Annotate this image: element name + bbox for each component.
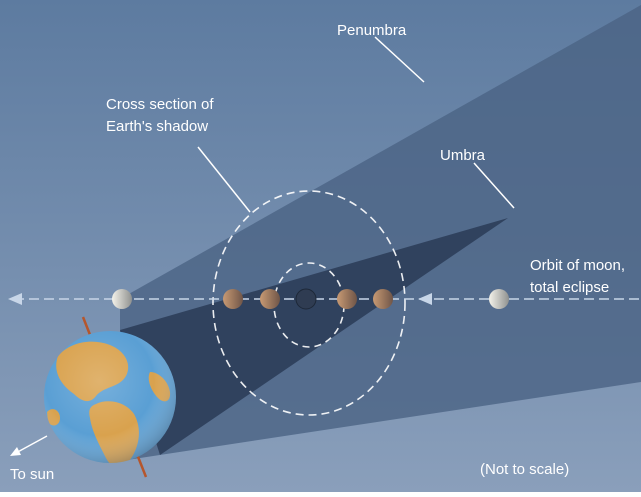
moon-partial-2 <box>260 289 280 309</box>
moon-partial-4 <box>373 289 393 309</box>
to-sun-arrow-head <box>10 447 21 456</box>
to-sun-label: To sun <box>10 466 54 483</box>
moon-partial-1 <box>223 289 243 309</box>
earth-shading <box>44 331 176 463</box>
penumbra-cross-section <box>212 190 406 416</box>
moon-total <box>295 288 317 310</box>
orbit-arrow-left <box>8 293 22 305</box>
umbra-pointer <box>473 162 515 209</box>
moon-partial-3 <box>337 289 357 309</box>
umbra-region <box>120 218 508 455</box>
orbit-label-line2: total eclipse <box>530 279 609 296</box>
earth-globe <box>44 316 176 478</box>
penumbra-pointer <box>374 36 425 83</box>
moon-positions <box>112 288 509 310</box>
penumbra-label: Penumbra <box>337 22 407 39</box>
moon-full-right <box>489 289 509 309</box>
cross-section-label-line1: Cross section of <box>106 96 214 113</box>
not-to-scale-label: (Not to scale) <box>480 461 569 478</box>
to-sun-arrow-line <box>13 435 48 455</box>
umbra-label: Umbra <box>440 147 486 164</box>
cross-section-label-line2: Earth's shadow <box>106 118 208 135</box>
orbit-arrow-right <box>418 293 432 305</box>
moon-full-left <box>112 289 132 309</box>
orbit-label-line1: Orbit of moon, <box>530 257 625 274</box>
cross-section-pointer <box>197 146 251 213</box>
